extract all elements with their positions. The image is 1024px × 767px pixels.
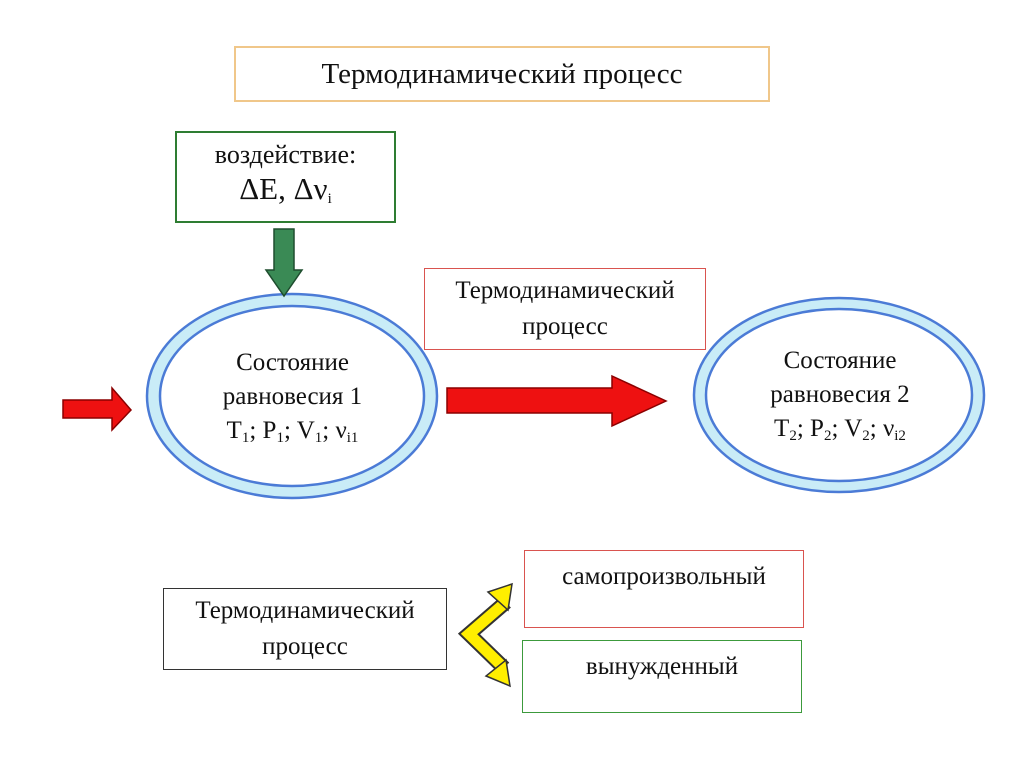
process-label-line1: Термодинамический: [455, 277, 675, 304]
process-label-line2: процесс: [522, 313, 608, 340]
state-param: V1;: [296, 417, 336, 446]
process-type-line1: Термодинамический: [195, 597, 415, 624]
state-param: P2;: [810, 415, 845, 444]
state-param: T1;: [226, 417, 263, 446]
page-title: Термодинамический процесс: [234, 46, 770, 102]
state-param: νi1: [335, 417, 359, 446]
state-param: T2;: [774, 415, 811, 444]
state1-params: T1; P1; V1; νi1: [180, 414, 405, 455]
state1-line2: равновесия 1: [222, 383, 363, 410]
process-type-line2: процесс: [262, 633, 348, 660]
state1-ellipse-inner: [158, 304, 426, 488]
branch-arrow-icon: [457, 582, 513, 688]
state2-line2: равновесия 2: [770, 381, 910, 408]
state2-line1: Состояние: [783, 347, 897, 374]
state-param: νi2: [882, 415, 906, 444]
influence-arrow-icon: [264, 228, 304, 298]
spontaneous-label: самопроизвольный: [562, 563, 766, 590]
process-label-box: Термодинамический процесс: [424, 268, 706, 350]
state2-params: T2; P2; V2; νi2: [725, 412, 955, 453]
state-param: V2;: [844, 415, 883, 444]
spontaneous-box: самопроизвольный: [524, 550, 804, 628]
influence-label: воздействие:: [214, 140, 357, 169]
process-arrow-icon: [446, 374, 668, 428]
state2-text: Состояние равновесия 2 T2; P2; V2; νi2: [725, 344, 955, 453]
process-type-box: Термодинамический процесс: [163, 588, 447, 670]
state-param: P1;: [262, 417, 297, 446]
influence-box: воздействие: ΔE, Δνi: [175, 131, 396, 223]
state1-line1: Состояние: [236, 349, 349, 376]
influence-energy: ΔE, Δνi: [239, 171, 332, 208]
input-arrow-icon: [62, 385, 133, 432]
state2-ellipse-inner: [704, 307, 974, 483]
state1-text: Состояние равновесия 1 T1; P1; V1; νi1: [180, 346, 405, 455]
forced-label: вынужденный: [585, 653, 739, 680]
page-title-text: Термодинамический процесс: [321, 57, 683, 90]
forced-box: вынужденный: [522, 640, 802, 713]
